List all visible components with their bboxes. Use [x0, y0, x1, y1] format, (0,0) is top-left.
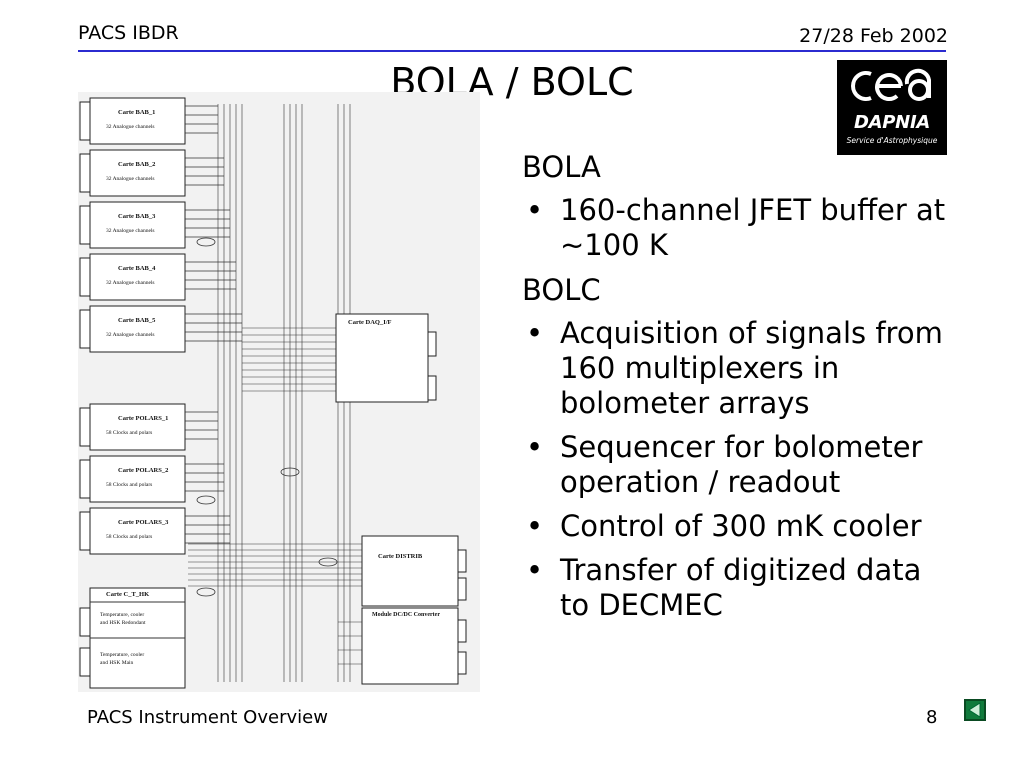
- hk-subtitle: and HSK Main: [100, 660, 134, 666]
- daq-connector: [427, 331, 437, 357]
- cea-dapnia-logo: DAPNIA Service d'Astrophysique: [837, 60, 947, 155]
- distrib-connector: [457, 549, 467, 573]
- daq-connector: [427, 375, 437, 401]
- dcdc-connector: [457, 651, 467, 675]
- board-name: Carte POLARS_3: [118, 519, 169, 526]
- header-rule: [78, 50, 946, 52]
- daq-board-box: [335, 313, 429, 403]
- board-name: Carte POLARS_1: [118, 415, 168, 422]
- board-box: [89, 455, 186, 503]
- board-box: [89, 97, 186, 145]
- cable-bundle-marker: [196, 587, 216, 597]
- board-name: Carte POLARS_2: [118, 467, 168, 474]
- dcdc-module-name: Module DC/DC Converter: [372, 612, 440, 618]
- cable-bundle-marker: [280, 467, 300, 477]
- board-subtitle: 32 Analogue channels: [106, 332, 155, 338]
- board-connector: [79, 309, 91, 349]
- hk-connector: [79, 647, 91, 677]
- board-box: [89, 507, 186, 555]
- logo-subtitle: Service d'Astrophysique: [846, 136, 938, 145]
- board-name: Carte BAB_3: [118, 213, 156, 220]
- header-right: 27/28 Feb 2002: [799, 25, 948, 47]
- play-back-icon: [968, 702, 981, 718]
- bullet-item: Acquisition of signals from 160 multiple…: [522, 316, 952, 421]
- board-subtitle: 32 Analogue channels: [106, 176, 155, 182]
- cable-bundle-marker: [196, 237, 216, 247]
- board-box: [89, 403, 186, 451]
- daq-board-name: Carte DAQ_I/F: [348, 319, 392, 326]
- footer-title: PACS Instrument Overview: [87, 707, 328, 728]
- hk-subtitle: Temperature, cooler: [100, 612, 144, 618]
- bola-bullet-list: 160-channel JFET buffer at ~100 K: [522, 193, 952, 263]
- page-number: 8: [926, 707, 938, 728]
- board-connector: [79, 153, 91, 193]
- board-box: [89, 201, 186, 249]
- dcdc-connector: [457, 619, 467, 643]
- hk-board-name: Carte C_T_HK: [106, 591, 149, 598]
- board-connector: [79, 205, 91, 245]
- board-subtitle: 58 Clocks and polars: [106, 482, 152, 488]
- board-name: Carte BAB_1: [118, 109, 155, 116]
- previous-slide-button[interactable]: [964, 699, 986, 721]
- bullet-item: Transfer of digitized data to DECMEC: [522, 553, 952, 623]
- board-subtitle: 58 Clocks and polars: [106, 534, 152, 540]
- board-connector: [79, 459, 91, 499]
- distrib-connector: [457, 577, 467, 601]
- dcdc-module-box: [361, 607, 459, 685]
- bullet-item: Control of 300 mK cooler: [522, 509, 952, 544]
- board-name: Carte BAB_4: [118, 265, 156, 272]
- hk-subtitle: and HSK Redondant: [100, 620, 146, 626]
- cable-bundle-marker: [196, 495, 216, 505]
- bullet-item: 160-channel JFET buffer at ~100 K: [522, 193, 952, 263]
- board-connector: [79, 257, 91, 297]
- board-subtitle: 32 Analogue channels: [106, 124, 155, 130]
- hk-connector: [79, 607, 91, 637]
- section-heading-bola: BOLA: [522, 150, 601, 184]
- bullet-item: Sequencer for bolometer operation / read…: [522, 430, 952, 500]
- logo-name: DAPNIA: [854, 112, 930, 133]
- board-connector: [79, 511, 91, 551]
- board-box: [89, 149, 186, 197]
- distrib-board-box: [361, 535, 459, 607]
- header-left: PACS IBDR: [78, 22, 179, 44]
- board-name: Carte BAB_5: [118, 317, 156, 324]
- distrib-board-name: Carte DISTRIB: [378, 553, 423, 560]
- board-box: [89, 305, 186, 353]
- board-connector: [79, 101, 91, 141]
- board-box: [89, 253, 186, 301]
- cable-bundle-marker: [318, 557, 338, 567]
- bolc-bullet-list: Acquisition of signals from 160 multiple…: [522, 316, 952, 623]
- board-subtitle: 32 Analogue channels: [106, 280, 155, 286]
- board-subtitle: 32 Analogue channels: [106, 228, 155, 234]
- section-heading-bolc: BOLC: [522, 273, 601, 307]
- bullet-content: BOLA 160-channel JFET buffer at ~100 K B…: [522, 150, 952, 633]
- board-name: Carte BAB_2: [118, 161, 155, 168]
- hk-subtitle: Temperature, cooler: [100, 652, 144, 658]
- cea-wordmark-icon: [851, 68, 931, 102]
- board-subtitle: 58 Clocks and polars: [106, 430, 152, 436]
- board-connector: [79, 407, 91, 447]
